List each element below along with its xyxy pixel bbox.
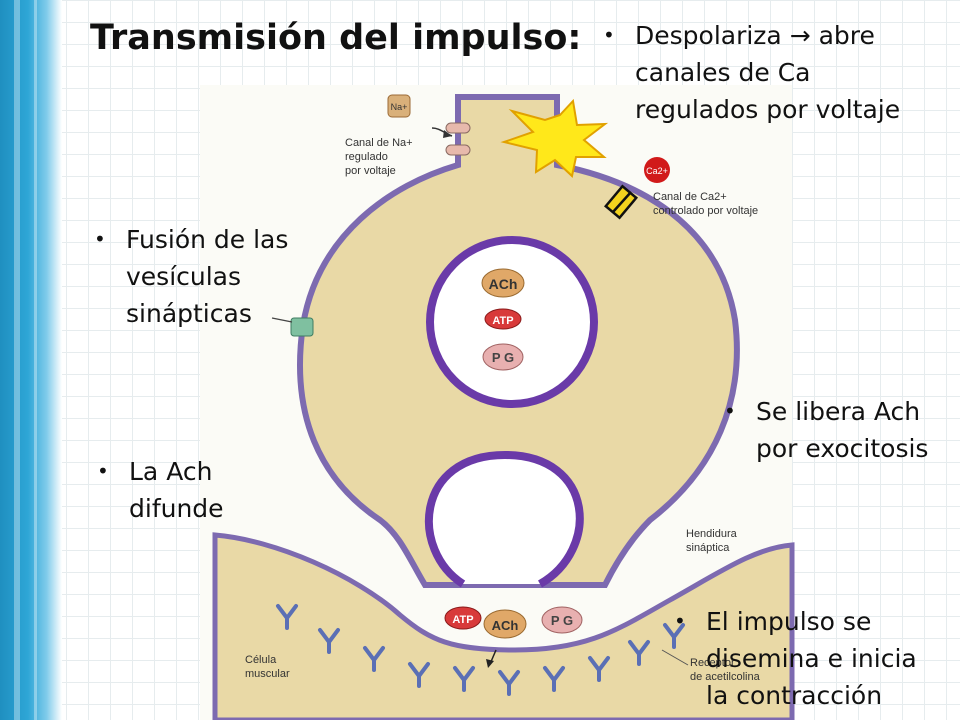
- cleft-label: Hendidura sináptica: [686, 528, 740, 554]
- bullet-depolarize: • Despolariza → abre canales de Ca regul…: [603, 17, 901, 128]
- na-ion-label: Na+: [391, 102, 408, 112]
- bullet-line: por exocitosis: [756, 434, 929, 463]
- bullet-spread: • El impulso se disemina e inicia la con…: [674, 603, 917, 714]
- released-pg-label: P G: [551, 613, 573, 628]
- released-ach: [483, 609, 527, 639]
- bullet-line: canales de Ca: [635, 58, 811, 87]
- ach-label: ACh: [489, 276, 518, 292]
- bullet-dot: •: [94, 227, 106, 251]
- atp-label: ATP: [492, 315, 513, 327]
- muscle-cell: [212, 532, 795, 720]
- bullet-line: Se libera Ach: [756, 397, 921, 426]
- bullet-line: Fusión de las: [126, 225, 289, 254]
- bullet-dot: •: [674, 609, 686, 633]
- bullet-line: disemina e inicia: [706, 644, 917, 673]
- ca-ion: [644, 157, 670, 183]
- bullet-line: La Ach: [129, 457, 213, 486]
- bullet-line: difunde: [129, 494, 224, 523]
- bullet-line: Despolariza → abre: [635, 21, 875, 50]
- muscle-label: Célula muscular: [245, 654, 290, 680]
- ca-channel-label: Canal de Ca2+ controlado por voltaje: [653, 191, 758, 217]
- atp-molecule: [484, 308, 522, 330]
- ca-channel: [603, 184, 639, 220]
- na-channel-label: Canal de Na+ regulado por voltaje: [345, 137, 416, 177]
- na-ion: [387, 94, 411, 118]
- bullet-fusion: • Fusión de las vesículas sinápticas: [94, 221, 289, 332]
- bullet-line: regulados por voltaje: [635, 95, 901, 124]
- diffusion-arrow-head: [486, 659, 494, 668]
- bullet-line: vesículas: [126, 262, 242, 291]
- receptor-pointer: [661, 649, 689, 666]
- decorative-side-band: [0, 0, 62, 720]
- bullet-dot: •: [97, 459, 109, 483]
- released-atp: [444, 606, 482, 630]
- bullet-line: la contracción: [706, 681, 883, 710]
- bullet-dot: •: [603, 23, 615, 47]
- bullet-diffuse: • La Ach difunde: [97, 453, 224, 527]
- ach-molecule: [481, 268, 525, 298]
- receptor-label: Receptor de acetilcolina: [690, 657, 761, 683]
- pg-label: P G: [492, 350, 514, 365]
- bullet-line: El impulso se: [706, 607, 872, 636]
- fusing-vesicle: [425, 450, 584, 588]
- slide-title: Transmisión del impulso:: [90, 18, 582, 58]
- membrane-channel: [271, 317, 314, 337]
- bullet-release: • Se libera Ach por exocitosis: [724, 393, 929, 467]
- depolarization-burst: [500, 98, 609, 178]
- band-streak: [34, 0, 37, 720]
- released-pg: [541, 606, 583, 634]
- band-streak: [14, 0, 20, 720]
- released-atp-label: ATP: [452, 614, 473, 626]
- bullet-dot: •: [724, 399, 736, 423]
- na-flow-arrow-head: [443, 130, 452, 138]
- pg-molecule: [482, 343, 524, 371]
- bullet-line: sinápticas: [126, 299, 252, 328]
- released-ach-label: ACh: [492, 618, 519, 633]
- na-channel: [445, 122, 471, 156]
- ca-ion-label: Ca2+: [646, 166, 668, 176]
- receptors: [276, 604, 685, 696]
